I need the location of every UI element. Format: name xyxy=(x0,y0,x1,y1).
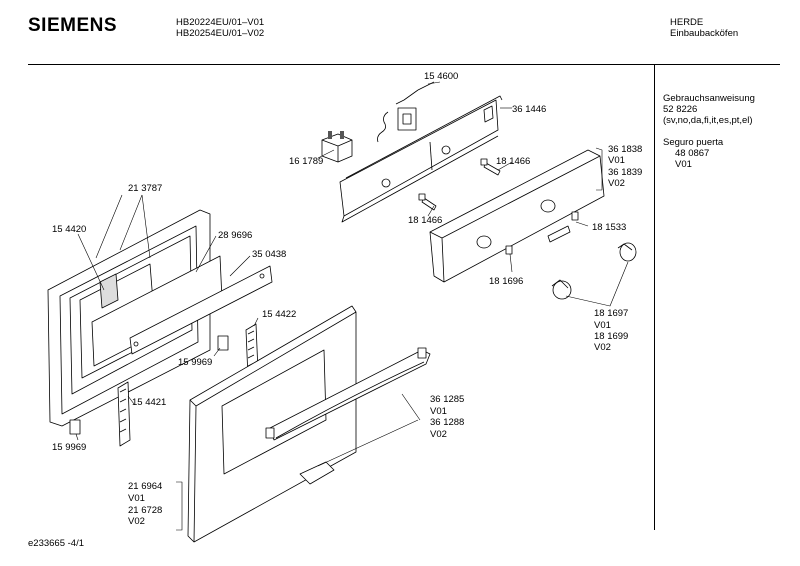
model-number-2: HB20254EU/01–V02 xyxy=(176,28,265,39)
part-label: 36 1839 xyxy=(608,167,643,178)
model-number-1: HB20224EU/01–V01 xyxy=(176,17,265,28)
control-bracket xyxy=(339,95,503,223)
part-variant: V01 xyxy=(128,493,145,504)
thermostat-part xyxy=(377,81,435,143)
part-label: 36 1446 xyxy=(512,104,547,115)
category-label: HERDE xyxy=(670,17,704,28)
part-label: 18 1533 xyxy=(592,222,627,233)
part-label: 28 9696 xyxy=(218,230,253,241)
indicator-part xyxy=(505,245,513,255)
part-label: 15 4421 xyxy=(132,397,167,408)
part-label: 18 1697 xyxy=(594,308,629,319)
part-label: 15 4422 xyxy=(262,309,297,320)
drawing-id: e233665 -4/1 xyxy=(28,538,84,549)
hinge-block xyxy=(217,335,229,351)
part-label: 35 0438 xyxy=(252,249,287,260)
part-label: 18 1696 xyxy=(489,276,524,287)
part-variant: V01 xyxy=(430,406,447,417)
part-label: 15 4420 xyxy=(52,224,87,235)
header-rule xyxy=(28,64,780,65)
handle-cap xyxy=(299,461,335,485)
control-panel xyxy=(429,149,605,283)
brand-logo: SIEMENS xyxy=(28,15,118,36)
part-variant: V01 xyxy=(608,155,625,166)
part-label: 21 6964 xyxy=(128,481,163,492)
part-label: 36 1285 xyxy=(430,394,465,405)
switch-part xyxy=(321,131,353,163)
outer-door xyxy=(187,305,357,543)
part-label: 18 1466 xyxy=(496,156,531,167)
part-label: 18 1699 xyxy=(594,331,629,342)
safety-label: Seguro puerta xyxy=(663,137,724,148)
part-label: 15 9969 xyxy=(52,442,87,453)
manual-languages: (sv,no,da,fi,it,es,pt,el) xyxy=(663,115,753,126)
indicator-part-2 xyxy=(571,211,579,221)
part-label: 15 9969 xyxy=(178,357,213,368)
manual-label: Gebrauchsanweisung xyxy=(663,93,755,104)
safety-number: 48 0867 xyxy=(675,148,710,159)
subcategory-label: Einbaubacköfen xyxy=(670,28,739,39)
control-knob xyxy=(551,242,637,300)
heat-shield xyxy=(129,265,273,355)
part-label: 15 4600 xyxy=(424,71,459,82)
part-label: 36 1288 xyxy=(430,417,465,428)
part-variant: V02 xyxy=(430,429,447,440)
part-label: 36 1838 xyxy=(608,144,643,155)
part-label: 16 1789 xyxy=(289,156,324,167)
manual-number: 52 8226 xyxy=(663,104,698,115)
part-variant: V01 xyxy=(594,320,611,331)
part-variant: V02 xyxy=(608,178,625,189)
part-label: 21 6728 xyxy=(128,505,163,516)
part-label: 21 3787 xyxy=(128,183,163,194)
leader-lines xyxy=(75,81,629,531)
side-panel-divider xyxy=(654,64,655,530)
screw-part xyxy=(418,158,501,211)
safety-variant: V01 xyxy=(675,159,692,170)
part-variant: V02 xyxy=(594,342,611,353)
hinge-block-2 xyxy=(69,419,81,435)
door-handle xyxy=(265,347,431,441)
part-label: 18 1466 xyxy=(408,215,443,226)
part-variant: V02 xyxy=(128,516,145,527)
